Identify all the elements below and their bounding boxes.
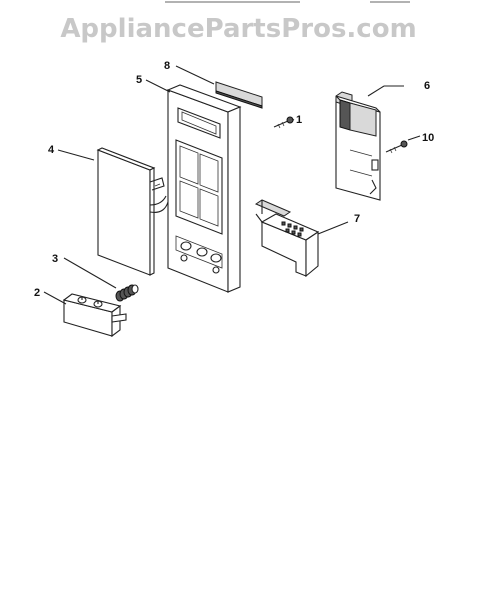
callout-7: 7 xyxy=(354,213,360,225)
part-1-screw xyxy=(273,116,294,129)
part-5-control-frame xyxy=(166,84,242,293)
part-10-screw xyxy=(385,140,408,154)
part-6-circuit-board xyxy=(335,91,381,201)
site-watermark: AppliancePartsPros.com xyxy=(60,14,417,44)
part-4-panel xyxy=(96,147,169,276)
callout-1: 1 xyxy=(296,114,302,126)
leader-lines xyxy=(43,65,421,305)
part-7-bracket xyxy=(254,199,320,278)
callout-5: 5 xyxy=(136,74,142,86)
callout-10: 10 xyxy=(422,132,434,144)
part-2-button-bar xyxy=(62,293,127,338)
callout-3: 3 xyxy=(52,253,58,265)
callout-2: 2 xyxy=(34,287,40,299)
part-8-strip xyxy=(215,81,263,109)
callout-6: 6 xyxy=(424,80,430,92)
part-3-spring xyxy=(115,284,139,302)
callout-8: 8 xyxy=(164,60,170,72)
callout-4: 4 xyxy=(48,144,55,156)
